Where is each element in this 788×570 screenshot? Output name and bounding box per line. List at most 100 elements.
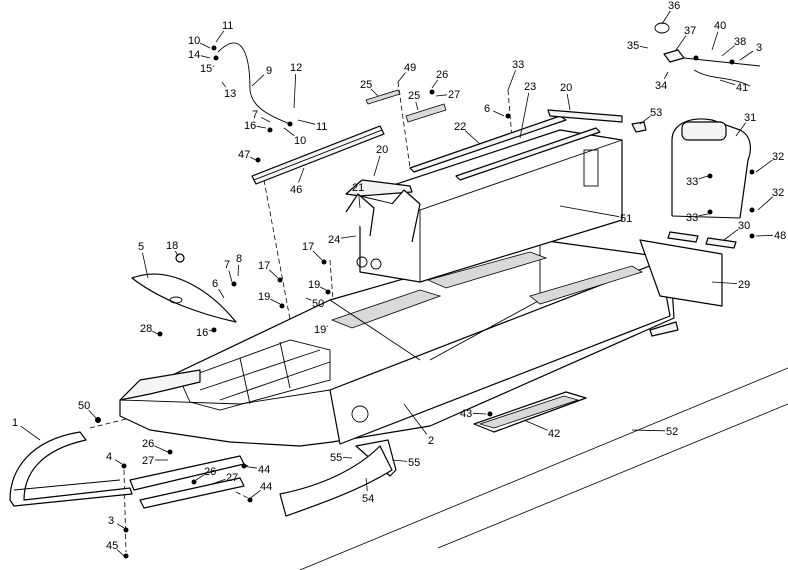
leader-line-32a	[755, 159, 773, 173]
cable-assembly	[211, 42, 293, 133]
callout-label-7a: 7	[252, 109, 258, 121]
callout-label-50b: 50	[78, 400, 90, 412]
assembly-baseline	[299, 367, 788, 570]
leader-line-44b	[247, 489, 261, 501]
lower-bracket	[279, 439, 397, 517]
callout-label-17a: 17	[258, 260, 270, 272]
callout-label-27b: 27	[142, 455, 154, 467]
rail-46-crease	[253, 129, 383, 181]
leader-line-28	[152, 330, 159, 335]
callout-label-33a: 33	[512, 59, 524, 71]
bolt-32a	[749, 169, 755, 175]
leader-line-42	[523, 419, 548, 431]
screw-7b	[231, 281, 237, 287]
callout-label-53: 53	[650, 107, 662, 119]
screw-33b	[707, 173, 713, 179]
fuel-tank	[356, 129, 623, 283]
plate-30-right	[705, 237, 737, 249]
tunnel-port-hole	[351, 405, 369, 423]
tank-body	[359, 129, 623, 283]
leader-line-9	[251, 74, 265, 87]
rear-bumper-tab	[649, 321, 679, 337]
callout-label-44a: 44	[258, 464, 270, 476]
frame-tube-3	[239, 357, 251, 405]
leader-line-3b	[116, 523, 125, 529]
callout-label-7b: 7	[224, 259, 230, 271]
bolt-26c	[191, 479, 197, 485]
leader-line-17a	[268, 269, 279, 279]
bolt-44b	[247, 497, 253, 503]
callout-label-40: 40	[714, 20, 726, 32]
fitting-10a	[211, 45, 217, 51]
callout-label-26c: 26	[204, 466, 216, 478]
washer-19b	[325, 289, 331, 295]
leader-line-43	[472, 412, 487, 415]
leader-line-50a	[305, 297, 312, 301]
nut-48	[749, 233, 755, 239]
callout-label-54: 54	[362, 493, 374, 505]
leader-line-41	[719, 79, 736, 86]
callout-label-10a: 10	[188, 35, 200, 47]
callout-label-35: 35	[627, 40, 639, 52]
top-bars	[365, 89, 447, 123]
leader-line-6b	[218, 288, 225, 299]
callout-label-13: 13	[224, 88, 236, 100]
callout-label-51: 51	[620, 213, 632, 225]
panel-5-slot	[169, 296, 183, 304]
leader-line-31	[735, 122, 747, 137]
callout-label-44b: 44	[260, 481, 272, 493]
leader-line-53	[639, 115, 651, 125]
callout-label-32b: 32	[772, 187, 784, 199]
leader-line-44a	[241, 465, 258, 469]
leader-line-47	[250, 156, 257, 161]
o-ring-36	[654, 22, 670, 34]
screw-45	[123, 553, 129, 559]
clip-38	[693, 55, 699, 61]
callout-label-47: 47	[238, 149, 250, 161]
callout-label-26a: 26	[436, 69, 448, 81]
callout-label-11a: 11	[222, 20, 233, 32]
leader-line-17b	[312, 250, 323, 261]
leader-line-36	[661, 10, 671, 25]
leader-line-19a	[270, 298, 281, 305]
leader-line-50b	[88, 409, 97, 419]
dashed-guide-rail	[263, 179, 293, 331]
leader-line-34	[663, 71, 669, 79]
leader-line-27c	[211, 478, 226, 485]
dashed-guide-49	[397, 81, 411, 169]
leader-line-27a	[435, 94, 448, 97]
leader-line-45	[116, 549, 125, 557]
dashed-guide-45	[123, 469, 127, 553]
tunnel-frame-cradle	[179, 339, 331, 411]
leader-line-7a	[261, 116, 271, 123]
dashed-guide-44b	[235, 491, 253, 501]
leader-line-11a	[215, 30, 225, 43]
leader-line-49	[397, 72, 406, 83]
callout-label-30: 30	[738, 220, 750, 232]
callout-label-24: 24	[328, 234, 340, 246]
leader-line-54	[365, 477, 368, 492]
callout-label-23: 23	[524, 81, 536, 93]
callout-label-18: 18	[166, 240, 178, 252]
screw-47	[255, 157, 261, 163]
rear-grab-handle	[671, 118, 751, 219]
callout-label-33b: 33	[686, 176, 698, 188]
leader-line-51	[559, 205, 620, 218]
screw-3b	[123, 527, 129, 533]
leader-line-35	[639, 46, 649, 49]
leader-line-33b	[698, 175, 709, 180]
tunnel-chassis	[119, 239, 679, 447]
callout-label-15: 15	[200, 63, 212, 75]
callout-label-46: 46	[290, 184, 302, 196]
screw-26a	[429, 89, 435, 95]
leader-line-6a	[493, 110, 505, 117]
leader-line-46	[298, 167, 305, 183]
callout-label-6b: 6	[212, 278, 218, 290]
callout-label-3a: 3	[756, 42, 762, 54]
leader-line-26a	[431, 79, 439, 89]
callout-label-55a: 55	[330, 452, 342, 464]
screw-6a	[505, 113, 511, 119]
callout-label-31: 31	[744, 112, 756, 124]
bolt-26b	[167, 449, 173, 455]
